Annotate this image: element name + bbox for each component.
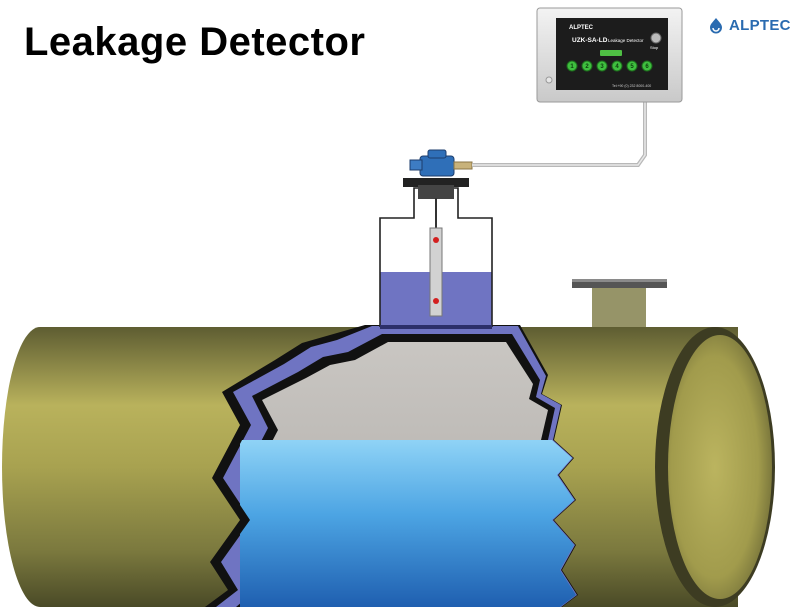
indicator-light-5 [626, 60, 638, 72]
indicator-label-6: 6 [645, 64, 649, 70]
page-title: Leakage Detector [24, 20, 366, 64]
stop-button[interactable] [650, 32, 662, 44]
brand-name: ALPTEC [729, 16, 791, 34]
indicator-label-5: 5 [630, 64, 634, 70]
signal-cable [472, 100, 647, 167]
pipe-flange [572, 279, 667, 327]
indicator-label-1: 1 [570, 64, 574, 70]
indicator-light-3 [596, 60, 608, 72]
control-unit-tel: Tel:+90 (0) 232 8000-400 [612, 84, 651, 88]
control-unit: ALPTEC UZK-SA-LD Leakage Detector Stop 1… [536, 7, 683, 103]
indicator-label-3: 3 [600, 64, 604, 70]
probe-sensor-upper [433, 237, 439, 243]
indicator-light-2 [581, 60, 593, 72]
probe-sensor-lower [433, 298, 439, 304]
stop-button-label: Stop [650, 45, 659, 50]
pipe-cutaway [205, 325, 578, 607]
brand-logo: ALPTEC [707, 16, 791, 34]
control-unit-product: Leakage Detector [608, 38, 644, 43]
indicator-label-2: 2 [585, 64, 589, 70]
control-unit-brand: ALPTEC [569, 25, 594, 31]
control-unit-model: UZK-SA-LD [572, 37, 608, 44]
indicator-light-6 [641, 60, 653, 72]
status-bar [600, 50, 622, 56]
alptec-logo-icon [710, 18, 722, 34]
level-probe [403, 149, 473, 317]
indicator-light-1 [566, 60, 578, 72]
indicator-label-4: 4 [615, 64, 619, 70]
indicator-light-4 [611, 60, 623, 72]
